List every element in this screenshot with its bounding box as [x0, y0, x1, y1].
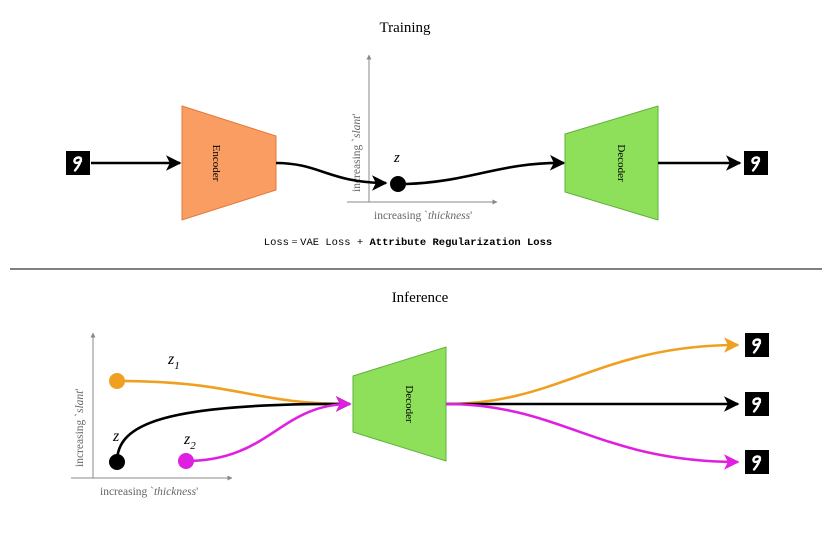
latent-label-z: z [393, 150, 400, 166]
inference-y-axis-label: increasing `slant' [74, 389, 86, 467]
inference-x-axis-label: increasing `thickness' [100, 486, 198, 498]
decoder-to-output-orange [445, 337, 740, 406]
output-digit-thumbnail [742, 149, 770, 177]
latent-label-z1: z1 [167, 351, 180, 372]
training-decoder-block [564, 105, 659, 221]
z-to-decoder-path [115, 396, 352, 463]
z2-to-decoder-path [185, 396, 352, 463]
loss-equation: Loss = VAE Loss + Attribute Regularizati… [264, 237, 552, 249]
z1-to-decoder-path [116, 379, 352, 412]
encoder-block [181, 105, 277, 221]
decoder-to-output-magenta [445, 402, 740, 470]
output-digit-thumbnail-magenta [743, 448, 771, 476]
encoder-label: Encoder [210, 145, 222, 182]
output-digit-thumbnail-black [743, 390, 771, 418]
training-decoder-label: Decoder [615, 144, 627, 182]
latent-point-z [109, 454, 125, 470]
training-x-axis-label: increasing `thickness' [374, 210, 472, 222]
latent-label-z2: z2 [183, 431, 196, 452]
training-y-axis-label: increasing `slant' [351, 114, 363, 192]
latent-point-z2 [178, 453, 194, 469]
inference-decoder-label: Decoder [403, 385, 415, 423]
training-title: Training [379, 20, 431, 36]
latent-point-z1 [109, 373, 125, 389]
inference-title: Inference [392, 290, 449, 306]
latent-label-z: z [112, 428, 120, 445]
inference-decoder-block [352, 346, 447, 462]
output-digit-thumbnail-orange [743, 331, 771, 359]
encoder-to-latent-path [275, 161, 388, 191]
latent-to-decoder-path [405, 154, 566, 186]
latent-point-z [390, 176, 406, 192]
input-digit-thumbnail [64, 149, 92, 177]
